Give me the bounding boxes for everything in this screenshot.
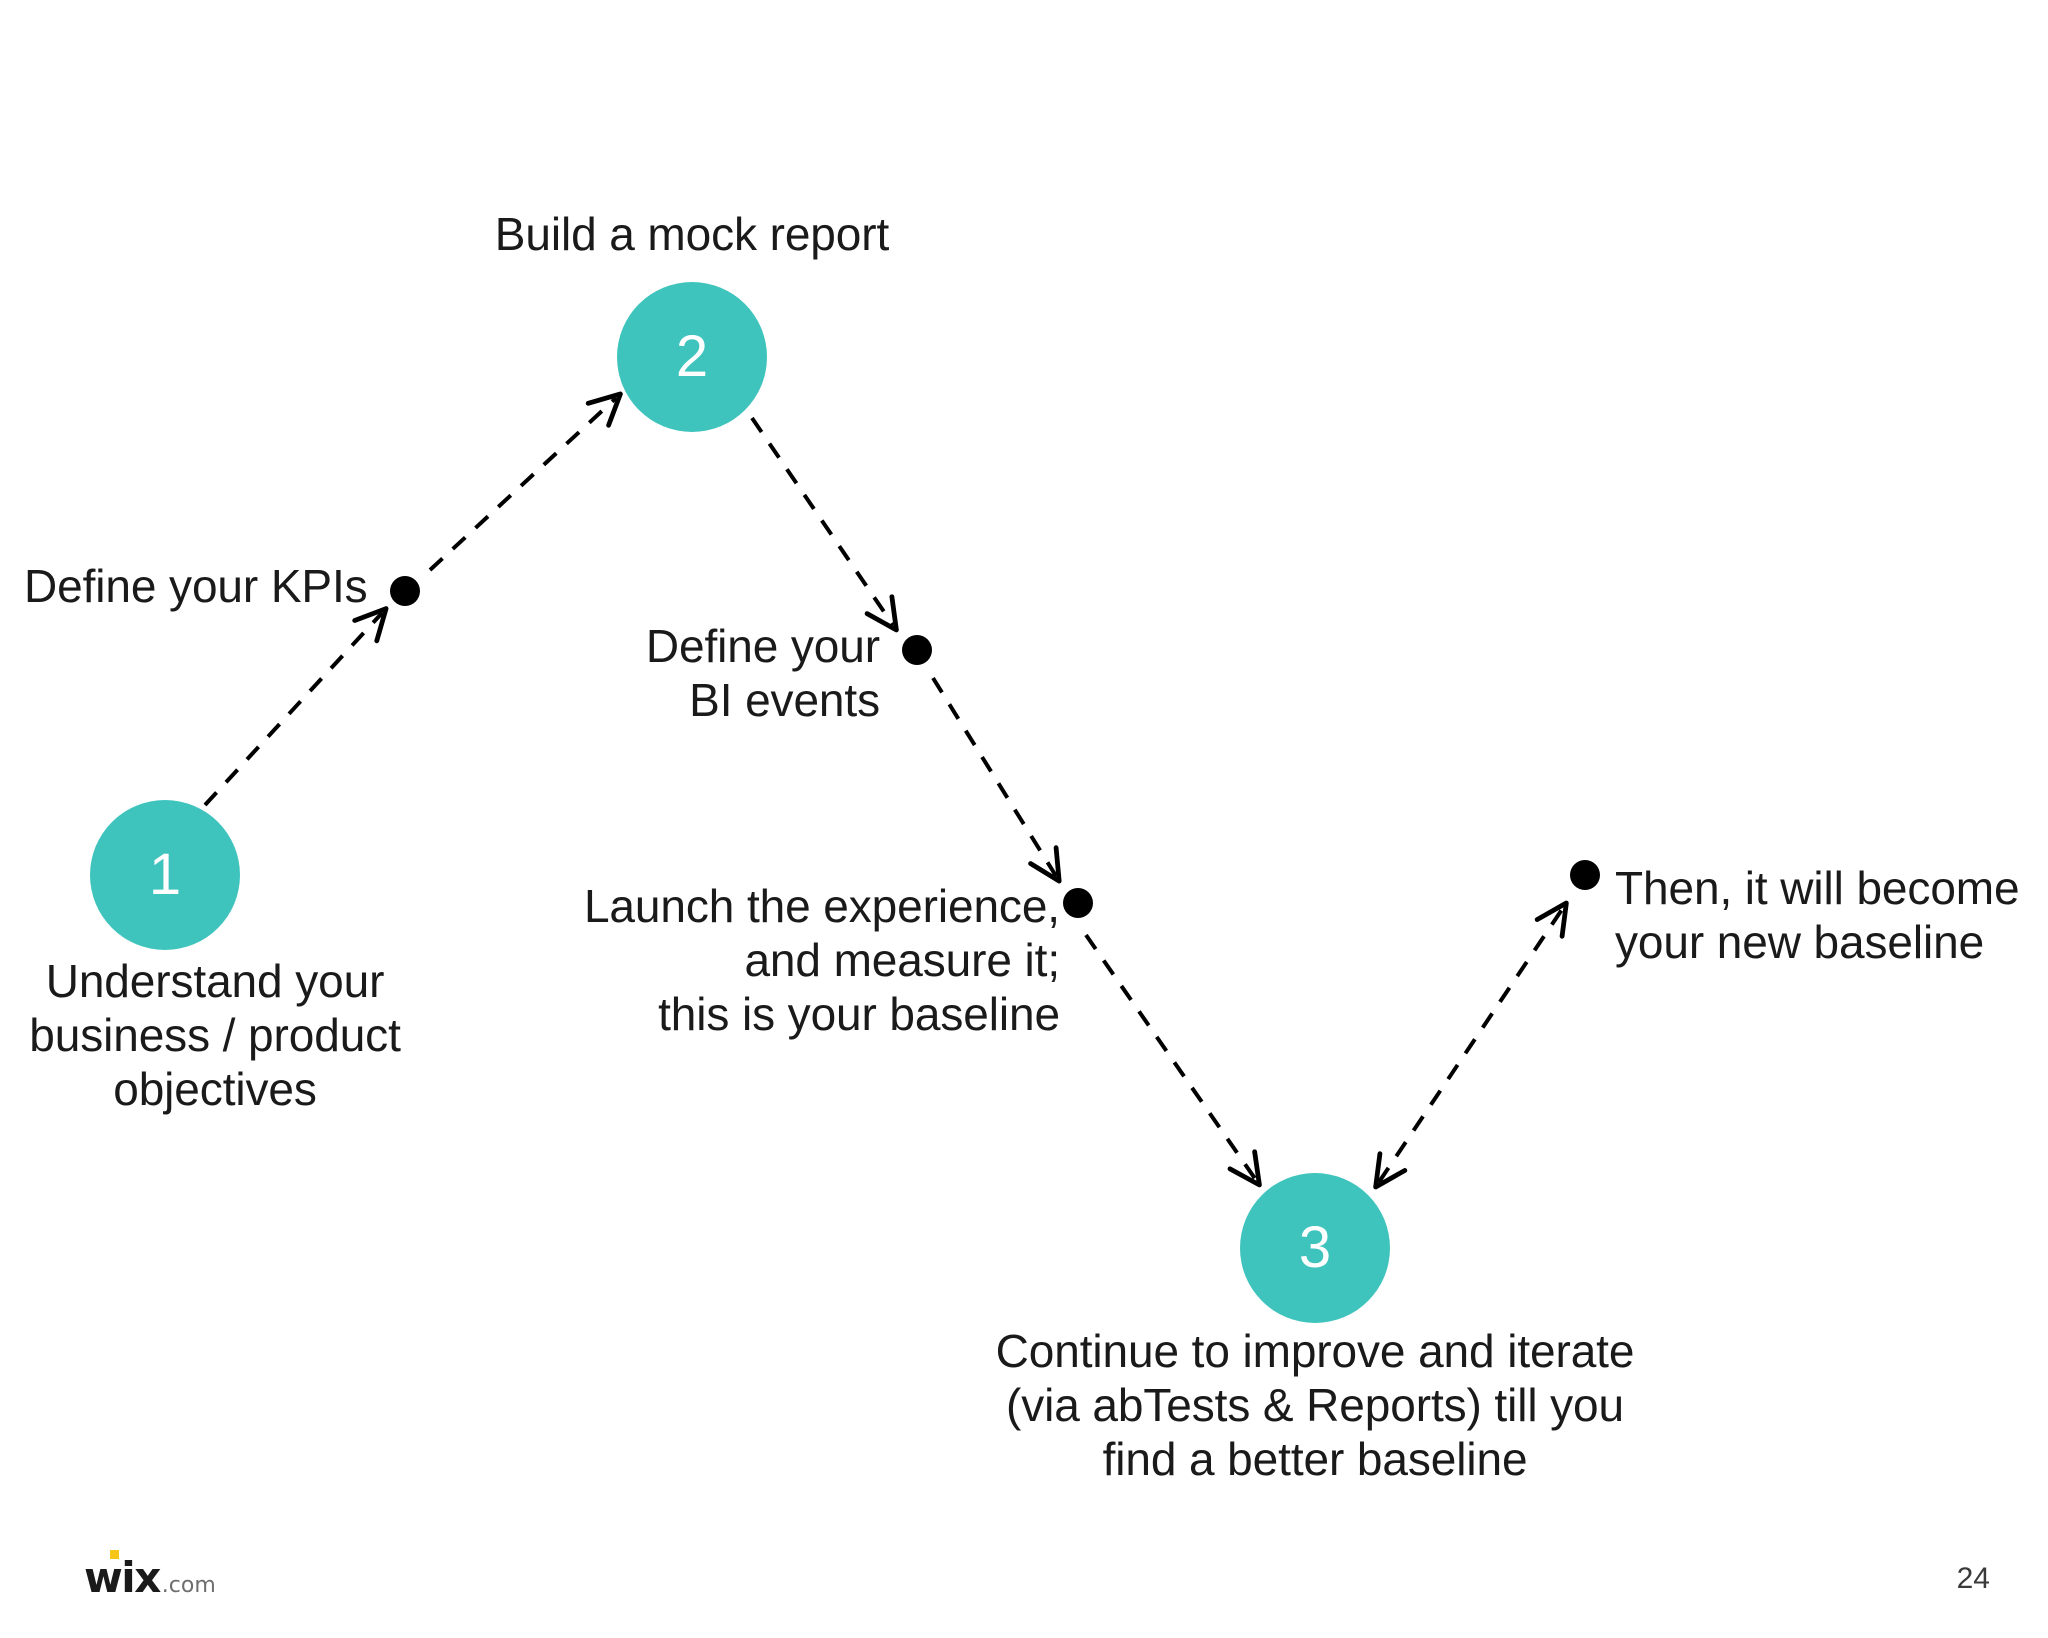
milestone-1-number: 1	[148, 842, 182, 907]
edge-step1-to-kpi	[203, 606, 389, 807]
waypoint-dot-new-baseline	[1570, 860, 1600, 890]
milestone-2-number: 2	[675, 324, 709, 389]
edge-bi-to-launch	[931, 676, 1062, 884]
milestone-3-number: 3	[1298, 1215, 1332, 1280]
waypoint-caption-kpi: Define your KPIs	[24, 560, 368, 612]
wix-com-logo: wix .com	[84, 1550, 216, 1602]
milestone-circle-2[interactable]: 2	[617, 282, 767, 432]
milestone-circle-3[interactable]: 3	[1240, 1173, 1390, 1323]
edge-step3-to-new-baseline	[1373, 900, 1569, 1190]
milestone-circle-1[interactable]: 1	[90, 800, 240, 950]
edge-launch-to-step3	[1084, 933, 1262, 1188]
waypoint-dot-bi-events	[902, 635, 932, 665]
milestone-1-caption: Understand your business / product objec…	[29, 955, 401, 1115]
waypoint-caption-bi-events: Define your BI events	[645, 620, 880, 726]
wix-wordmark: wix	[84, 1553, 161, 1602]
page-number: 24	[1956, 1562, 1990, 1595]
milestone-2-caption: Build a mock report	[494, 208, 890, 260]
waypoint-dot-kpi	[390, 576, 420, 606]
wix-domain-suffix: .com	[161, 1573, 216, 1598]
wix-logo-dot	[110, 1550, 119, 1559]
waypoint-caption-launch: Launch the experience, and measure it; t…	[583, 880, 1060, 1040]
waypoint-dot-launch	[1063, 888, 1093, 918]
milestone-3-caption: Continue to improve and iterate (via abT…	[995, 1325, 1635, 1485]
edge-kpi-to-step2	[428, 391, 623, 572]
edge-step2-to-bi	[750, 416, 899, 633]
waypoint-caption-new-baseline: Then, it will become your new baseline	[1615, 862, 2020, 968]
